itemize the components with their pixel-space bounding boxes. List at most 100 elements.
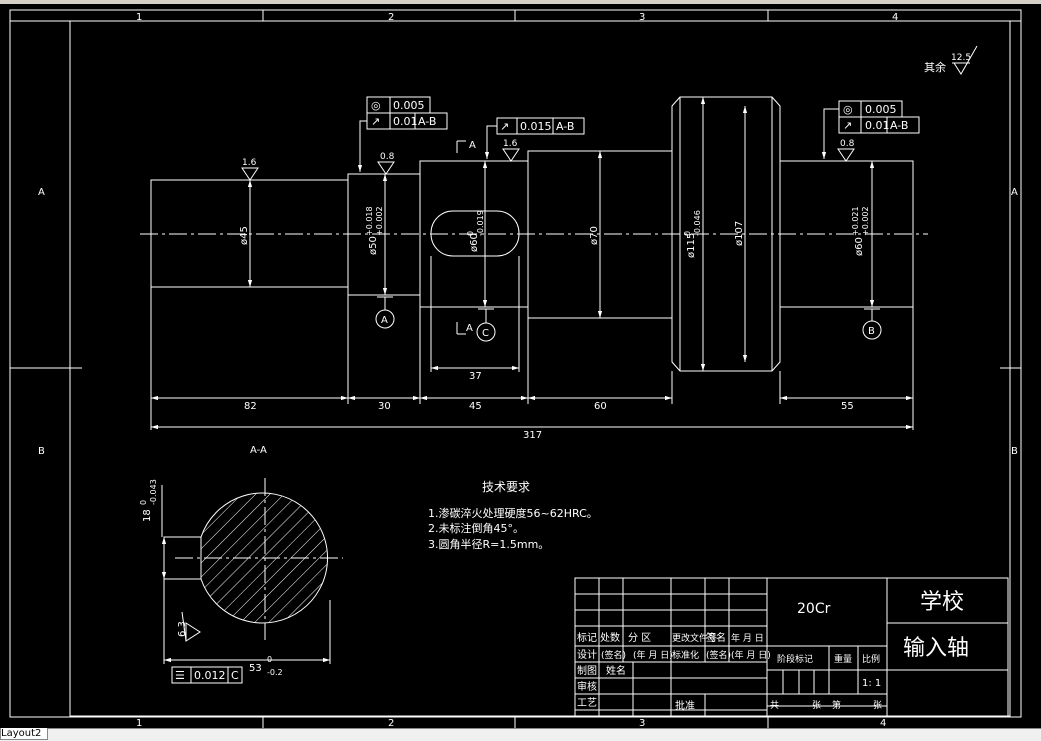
surface-roughness-symbols: 1.6 0.8 1.6 0.8	[241, 139, 855, 181]
tb-sheets: 张	[812, 700, 821, 711]
tb-h-mark: 标记	[577, 632, 597, 644]
tb-check: 审核	[577, 680, 597, 693]
zone-row-a: A	[38, 187, 45, 198]
tb-approve: 批准	[675, 699, 695, 712]
datum-a: A	[381, 315, 388, 326]
tb-design-date: (年 月 日)	[633, 649, 673, 661]
tech-title: 技术要求	[482, 480, 530, 494]
diameter-dimensions: ø45 ø50 +0.018 +0.002 ø60 0 -0.019 ø70 ø…	[239, 97, 875, 371]
tolerance-frame-left: ◎ 0.005 ↗ 0.01 A-B	[357, 96, 448, 172]
tol-right-sym1: ◎	[843, 103, 853, 116]
tb-part-name: 输入轴	[903, 636, 969, 661]
keyway-slot	[430, 210, 520, 257]
zone-col-4-bottom: 4	[880, 718, 886, 728]
section-depth: 18	[142, 509, 153, 522]
dim-d45: ø45	[239, 226, 250, 245]
section-frame-sym: ☰	[175, 669, 185, 682]
section-width-upper: 0	[267, 655, 272, 664]
section-view-a-a: A-A 18 0 -0.043 6.3 53 0 -0.2 ☰ 0.012 C	[139, 445, 343, 684]
tol-left-sym2: ↗	[371, 115, 380, 128]
tb-total: 共	[770, 700, 779, 711]
section-depth-upper: 0	[139, 500, 148, 505]
tol-left-val2: 0.01	[393, 115, 418, 128]
section-width-lower: -0.2	[267, 668, 283, 677]
tol-right-sym2: ↗	[843, 119, 852, 132]
general-roughness-symbol: 其余 12.5	[924, 45, 978, 75]
tb-name: 姓名	[606, 664, 626, 677]
tb-stage: 阶段标记	[777, 653, 813, 665]
tb-standard-sign: (签名)	[706, 649, 731, 661]
dim-55: 55	[841, 401, 854, 412]
tb-standard-date: (年 月 日)	[731, 649, 771, 661]
zone-row-a-right: A	[1011, 187, 1018, 198]
dim-d70: ø70	[589, 226, 600, 245]
dim-d115-lower: -0.046	[693, 210, 702, 236]
zone-col-2-bottom: 2	[388, 718, 394, 728]
dim-d50-upper: +0.018	[365, 206, 374, 236]
title-block: 标记 处数 分 区 更改文件号 签名 年 月 日 设计 (签名) (年 月 日)…	[574, 577, 1009, 717]
tb-h-doc: 更改文件号	[672, 632, 717, 644]
section-mark-top: A	[469, 140, 476, 151]
tb-school: 学校	[920, 590, 964, 615]
zone-row-b-right: B	[1011, 446, 1018, 457]
dim-60-length: 60	[594, 401, 607, 412]
window-top-strip	[0, 0, 1041, 4]
dim-d107: ø107	[734, 221, 745, 246]
layout-tab[interactable]: Layout2	[0, 728, 49, 740]
dim-317: 317	[523, 430, 542, 441]
datum-c: C	[482, 328, 489, 339]
tol-mid-val: 0.015	[520, 120, 552, 133]
section-depth-lower: -0.043	[149, 479, 158, 505]
layout-tab-bar: Layout2	[0, 728, 1041, 741]
tb-craft: 工艺	[577, 697, 597, 709]
tb-sheets2: 张	[873, 700, 882, 711]
dim-d60-left-lower: -0.019	[476, 210, 485, 236]
tb-design-sign: (签名)	[601, 649, 626, 661]
tol-left-sym1: ◎	[371, 99, 381, 112]
tol-left-datum2: A-B	[418, 115, 436, 128]
dim-d115: ø115	[686, 233, 697, 258]
tb-design: 设计	[577, 648, 597, 661]
technical-requirements: 技术要求 1.渗碳淬火处理硬度56~62HRC。 2.未标注倒角45°。 3.圆…	[428, 480, 598, 551]
tb-material: 20Cr	[797, 601, 831, 617]
tb-h-date: 年 月 日	[731, 632, 764, 644]
tol-left-val1: 0.005	[393, 99, 425, 112]
tb-page: 第	[832, 699, 841, 711]
tol-right-val1: 0.005	[865, 103, 897, 116]
tol-right-datum2: A-B	[890, 119, 908, 132]
tech-item-3: 3.圆角半径R=1.5mm。	[428, 537, 549, 551]
roughness-2: 0.8	[380, 152, 395, 162]
section-title: A-A	[250, 445, 267, 456]
zone-col-2: 2	[388, 12, 394, 23]
dim-d60-left: ø60	[469, 233, 480, 252]
tol-mid-datum: A-B	[556, 120, 574, 133]
section-mark-bottom: A	[466, 323, 473, 334]
datum-markers: A B C A A	[375, 140, 882, 342]
roughness-3: 1.6	[503, 139, 518, 149]
tb-h-sign: 签名	[706, 631, 726, 644]
dim-d60-right: ø60	[854, 237, 865, 256]
dim-d115-upper: 0	[683, 231, 692, 236]
tol-right-val2: 0.01	[865, 119, 890, 132]
roughness-general-value: 12.5	[951, 53, 971, 63]
roughness-general-prefix: 其余	[924, 60, 946, 74]
section-width: 53	[249, 663, 262, 674]
dim-30: 30	[378, 401, 391, 412]
zone-col-4: 4	[892, 12, 898, 23]
tb-drawn: 制图	[577, 664, 597, 677]
tolerance-frame-right: ◎ 0.005 ↗ 0.01 A-B	[821, 100, 920, 159]
zone-col-1: 1	[136, 12, 142, 23]
section-frame-val: 0.012	[194, 669, 226, 682]
dim-37: 37	[469, 371, 482, 382]
dim-82: 82	[244, 401, 257, 412]
tech-item-1: 1.渗碳淬火处理硬度56~62HRC。	[428, 506, 598, 520]
section-frame-datum: C	[231, 669, 239, 682]
tol-mid-sym: ↗	[500, 120, 509, 133]
zone-col-3: 3	[639, 12, 645, 23]
section-roughness: 6.3	[177, 621, 188, 637]
shaft-outline	[140, 96, 928, 372]
tb-h-zone: 分 区	[628, 632, 651, 644]
zone-row-b: B	[38, 446, 45, 457]
dim-d50: ø50	[368, 236, 379, 255]
